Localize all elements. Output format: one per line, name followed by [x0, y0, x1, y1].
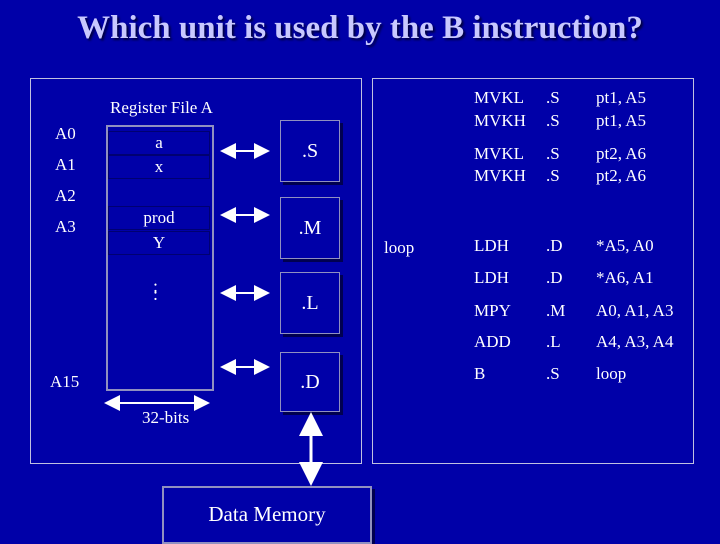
code-loop-unit-3: .M: [546, 301, 566, 320]
loop-label: loop: [384, 238, 415, 257]
register-file-label: Register File A: [110, 98, 213, 117]
unit-l: .L: [280, 272, 340, 334]
register-a0-label: A0: [55, 124, 76, 143]
width-label: 32-bits: [142, 408, 190, 427]
unit-d: .D: [280, 352, 340, 412]
code-setup-args-4: pt2, A6: [596, 166, 647, 185]
register-a2-label: A2: [55, 186, 76, 205]
code-setup-unit-4: .S: [546, 166, 560, 185]
register-cell-prod: prod: [108, 206, 210, 230]
code-loop-args-5: loop: [596, 364, 627, 383]
code-setup-op-4: MVKH: [474, 166, 526, 185]
register-cell-x: x: [108, 155, 210, 179]
code-loop-unit-5: .S: [546, 364, 560, 383]
slide-title: Which unit is used by the B instruction?: [77, 10, 643, 46]
unit-s: .S: [280, 120, 340, 182]
register-a1-label: A1: [55, 155, 76, 174]
code-loop-unit-4: .L: [546, 332, 561, 351]
right-panel: [372, 78, 694, 464]
code-setup-op-2: MVKH: [474, 111, 526, 130]
code-loop-args-3: A0, A1, A3: [596, 301, 674, 320]
code-loop-op-4: ADD: [474, 332, 511, 351]
code-loop-args-2: *A6, A1: [596, 268, 654, 287]
code-setup-args-2: pt1, A5: [596, 111, 647, 130]
code-loop-args-1: *A5, A0: [596, 236, 654, 255]
code-setup-unit-1: .S: [546, 88, 560, 107]
code-setup-args-3: pt2, A6: [596, 144, 647, 163]
code-setup-op-1: MVKL: [474, 88, 525, 107]
code-setup-op-3: MVKL: [474, 144, 525, 163]
code-loop-op-5: B: [474, 364, 486, 383]
code-setup-unit-2: .S: [546, 111, 560, 130]
code-loop-op-2: LDH: [474, 268, 509, 287]
code-setup-unit-3: .S: [546, 144, 560, 163]
code-setup-args-1: pt1, A5: [596, 88, 647, 107]
code-loop-op-1: LDH: [474, 236, 509, 255]
unit-m: .M: [280, 197, 340, 259]
code-loop-unit-1: .D: [546, 236, 563, 255]
code-loop-unit-2: .D: [546, 268, 563, 287]
code-loop-op-3: MPY: [474, 301, 511, 320]
register-file: [106, 125, 214, 391]
register-a3-label: A3: [55, 217, 76, 236]
code-loop-args-4: A4, A3, A4: [596, 332, 674, 351]
register-a15-label: A15: [50, 372, 80, 391]
register-cell-y: Y: [108, 231, 210, 255]
register-cell-a: a: [108, 131, 210, 155]
register-ellipsis: ::: [153, 276, 159, 304]
